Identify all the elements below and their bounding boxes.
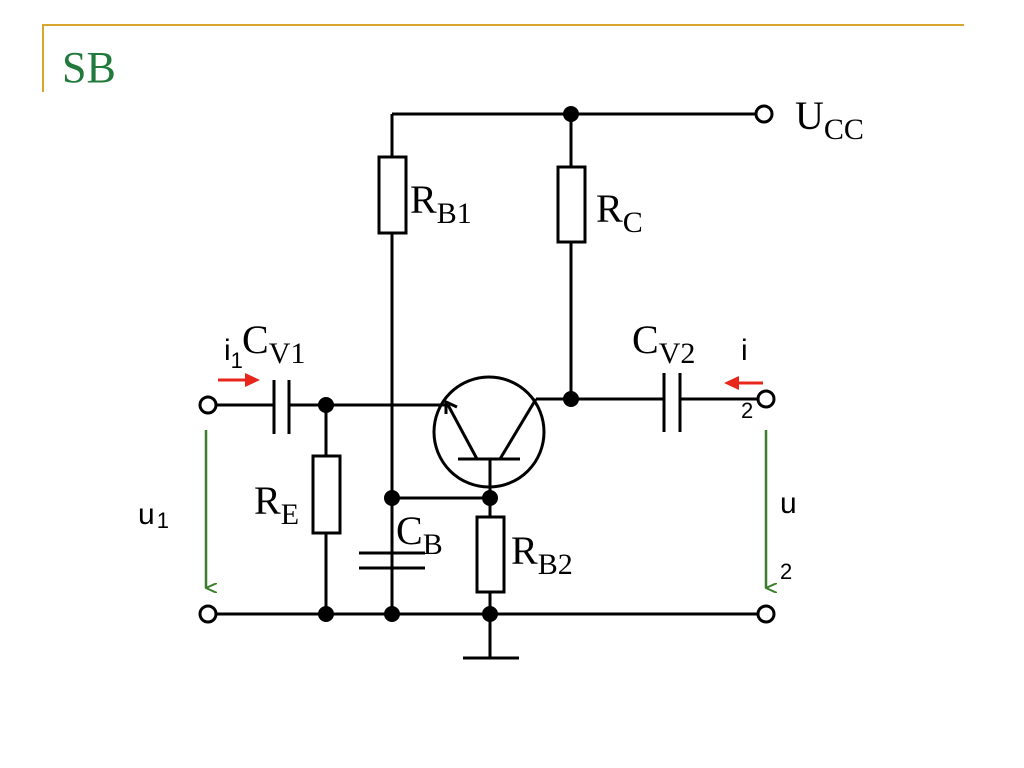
- label-rc: RC: [596, 186, 643, 239]
- capacitor-cv1: [272, 380, 291, 434]
- resistor-rb2: [475, 515, 506, 594]
- junction-dot: [384, 606, 400, 622]
- emitter-arrow-icon: [444, 399, 458, 414]
- current-arrow-i1-icon: [218, 373, 260, 387]
- label-cv2: CV2: [632, 317, 695, 370]
- current-arrow-i2-icon: [724, 376, 763, 390]
- transistor: [432, 375, 546, 489]
- junction-dot: [482, 490, 498, 506]
- label-ucc: UCC: [795, 93, 864, 146]
- junction-dot: [384, 490, 400, 506]
- capacitor-cb: [359, 551, 425, 570]
- label-re: RE: [254, 478, 299, 531]
- transistor-emitter-leg: [446, 404, 479, 460]
- transistor-body: [432, 375, 546, 489]
- junction-dot: [482, 606, 498, 622]
- junction-dot: [318, 606, 334, 622]
- resistor-rc: [556, 165, 587, 244]
- label-rb1: RB1: [410, 177, 472, 230]
- label-cv1: CV1: [242, 317, 305, 370]
- junction-dot: [563, 106, 579, 122]
- label-i1: i1: [224, 334, 243, 373]
- slide-title: SB: [62, 43, 116, 92]
- junction-dot: [563, 391, 579, 407]
- label-u1: u1: [138, 498, 169, 533]
- label-cb: CB: [396, 508, 443, 561]
- resistor-re: [311, 454, 342, 535]
- top-rule: [42, 24, 964, 26]
- transistor-collector-leg: [498, 398, 538, 460]
- label-rb2: RB2: [511, 528, 573, 581]
- terminal-input: [198, 395, 218, 415]
- junction-dot: [318, 397, 334, 413]
- terminal-ucc: [754, 104, 774, 124]
- terminal-input-ground: [198, 604, 218, 624]
- terminal-output: [756, 389, 776, 409]
- capacitor-cv2: [662, 373, 682, 432]
- left-accent-rule: [42, 24, 44, 92]
- terminal-output-ground: [756, 604, 776, 624]
- resistor-rb1: [377, 155, 408, 235]
